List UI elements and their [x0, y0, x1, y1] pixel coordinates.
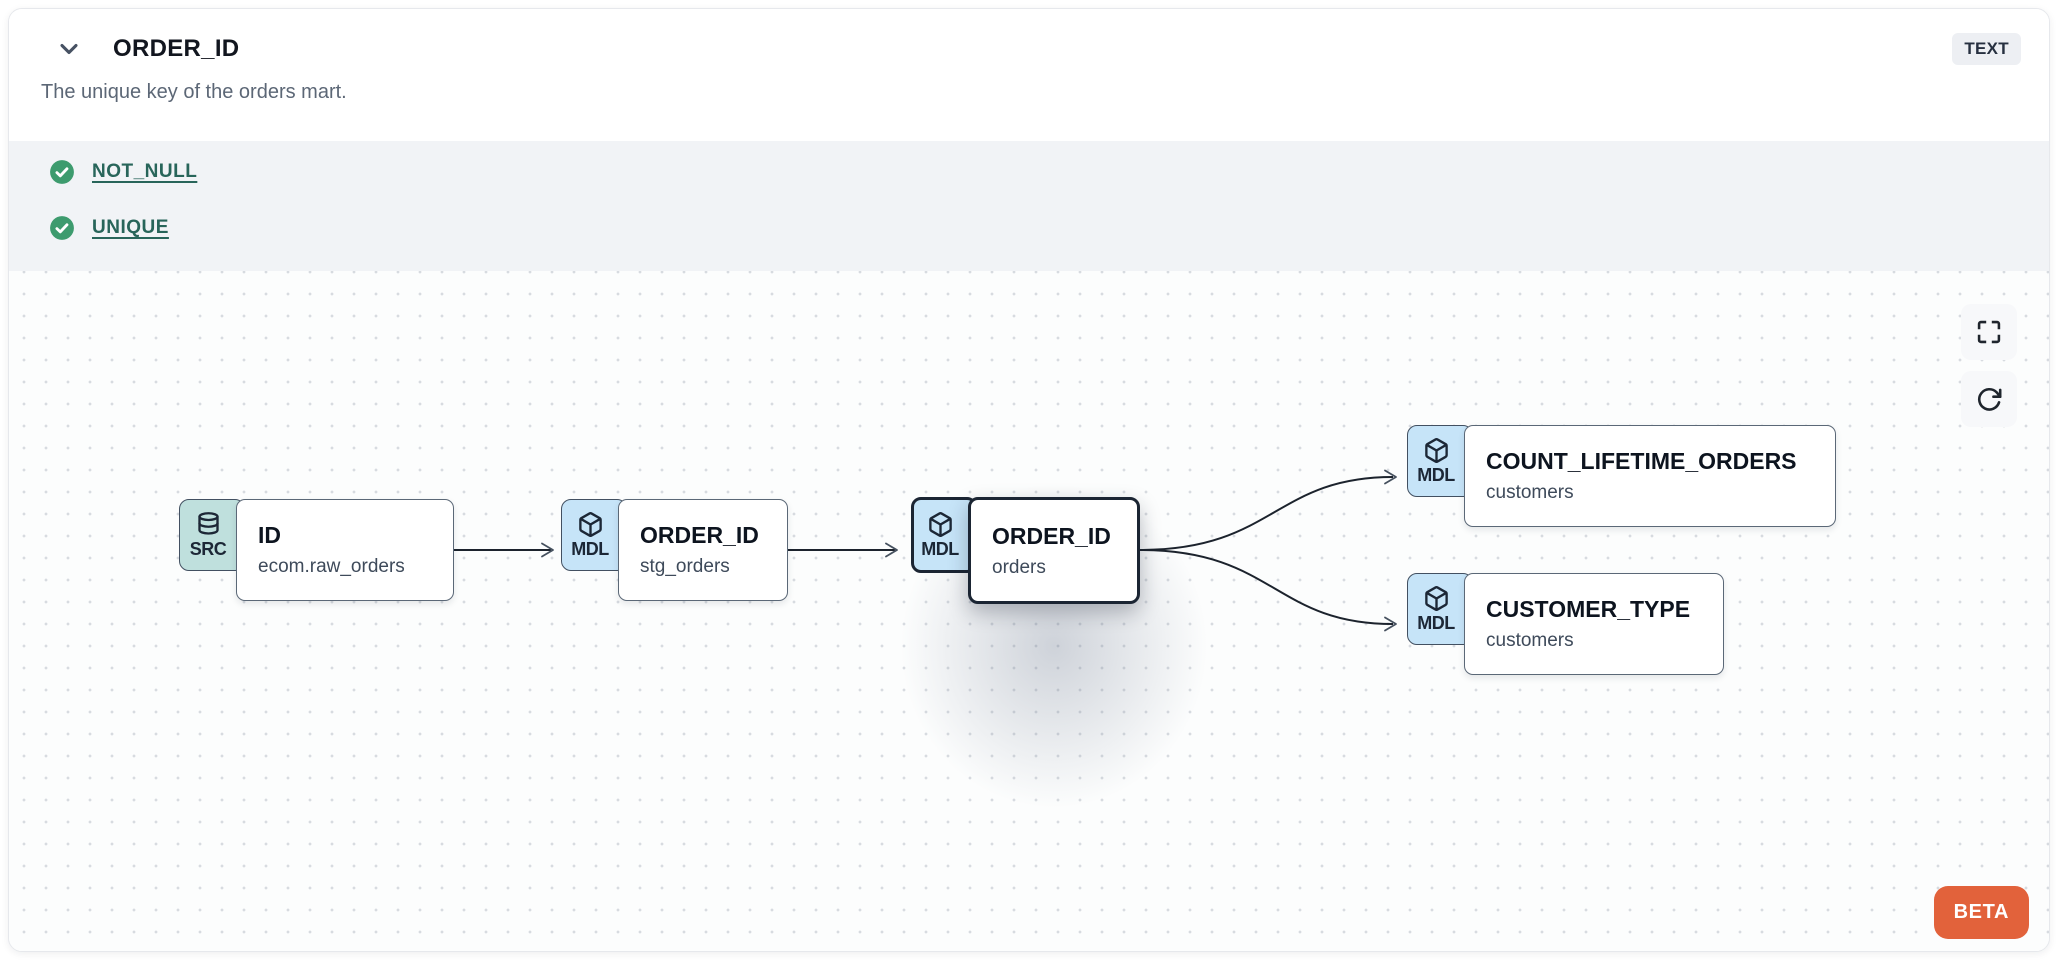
- node-title: COUNT_LIFETIME_ORDERS: [1486, 448, 1797, 474]
- node-kind-label: MDL: [571, 538, 609, 559]
- maximize-icon: [1975, 318, 2003, 346]
- test-link-unique[interactable]: UNIQUE: [92, 217, 169, 238]
- node-kind-label: SRC: [189, 538, 227, 559]
- node-subtitle: customers: [1486, 630, 1574, 651]
- chevron-down-icon: [55, 35, 83, 63]
- package-icon: [577, 511, 604, 538]
- lineage-node-id-raw-orders[interactable]: SRC ID ecom.raw_orders: [179, 499, 454, 601]
- node-title: ID: [258, 522, 281, 548]
- check-circle-icon: [49, 159, 75, 185]
- model-type-badge: MDL: [1407, 425, 1473, 497]
- page-title: ORDER_ID: [113, 35, 240, 62]
- node-subtitle: ecom.raw_orders: [258, 556, 405, 577]
- source-type-badge: SRC: [179, 499, 245, 571]
- database-icon: [195, 511, 222, 538]
- fullscreen-button[interactable]: [1961, 304, 2017, 360]
- node-kind-label: MDL: [1417, 612, 1455, 633]
- column-type-badge: TEXT: [1952, 33, 2021, 65]
- lineage-node-order-id-stg-orders[interactable]: MDL ORDER_ID stg_orders: [561, 499, 788, 601]
- lineage-edges: [454, 469, 1397, 632]
- node-kind-label: MDL: [921, 538, 959, 559]
- model-type-badge: MDL: [911, 497, 977, 573]
- lineage-node-customer-type[interactable]: MDL CUSTOMER_TYPE customers: [1407, 573, 1724, 675]
- test-link-not-null[interactable]: NOT_NULL: [92, 161, 198, 182]
- model-type-badge: MDL: [561, 499, 627, 571]
- refresh-icon: [1976, 386, 2003, 413]
- node-kind-label: MDL: [1417, 464, 1455, 485]
- tests-section: NOT_NULL UNIQUE: [9, 141, 2049, 271]
- collapse-button[interactable]: [53, 33, 85, 65]
- lineage-node-count-lifetime-orders[interactable]: MDL COUNT_LIFETIME_ORDERS customers: [1407, 425, 1836, 527]
- model-type-badge: MDL: [1407, 573, 1473, 645]
- node-subtitle: stg_orders: [640, 556, 730, 577]
- column-description: The unique key of the orders mart.: [41, 81, 347, 103]
- test-row: NOT_NULL: [49, 159, 2019, 185]
- node-subtitle: customers: [1486, 482, 1574, 503]
- node-title: ORDER_ID: [640, 522, 759, 548]
- check-circle-icon: [49, 215, 75, 241]
- node-subtitle: orders: [992, 556, 1046, 578]
- lineage-canvas[interactable]: SRC ID ecom.raw_orders MDL ORDER_ID stg_…: [9, 271, 2049, 951]
- lineage-node-order-id-orders-selected[interactable]: MDL ORDER_ID orders: [911, 497, 1140, 604]
- package-icon: [1423, 585, 1450, 612]
- node-title: CUSTOMER_TYPE: [1486, 596, 1691, 622]
- test-row: UNIQUE: [49, 215, 2019, 241]
- refresh-button[interactable]: [1961, 371, 2017, 427]
- beta-badge: BETA: [1933, 886, 2029, 939]
- package-icon: [1423, 437, 1450, 464]
- column-detail-card: ORDER_ID TEXT The unique key of the orde…: [8, 8, 2050, 952]
- node-title: ORDER_ID: [992, 522, 1111, 549]
- header: ORDER_ID TEXT The unique key of the orde…: [9, 9, 2049, 141]
- package-icon: [927, 511, 954, 538]
